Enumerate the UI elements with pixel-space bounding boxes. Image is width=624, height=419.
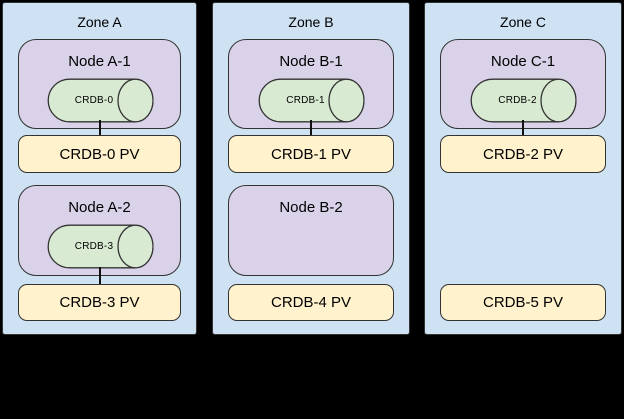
pv-label: CRDB-5 PV	[482, 294, 564, 311]
zone-b-title: Zone B	[288, 14, 334, 30]
pv-box: CRDB-2 PV	[440, 135, 606, 173]
node-b2-box: Node B-2	[228, 185, 394, 276]
pv-label: CRDB-2 PV	[482, 145, 564, 163]
pod-pv-connector	[98, 120, 101, 137]
pv-box: CRDB-5 PV	[440, 284, 606, 321]
pv-box: CRDB-0 PV	[18, 135, 181, 173]
zone-c-title: Zone C	[500, 14, 546, 30]
zone-a: Zone A Node A-1 CRDB-0 CRDB-0 PV Node A-…	[2, 2, 197, 335]
pv-box: CRDB-3 PV	[18, 284, 181, 321]
node-c1-box: Node C-1 CRDB-2	[440, 39, 606, 129]
crdb-pod-cylinder-icon: CRDB-2	[470, 78, 577, 123]
pv-label: CRDB-1 PV	[270, 145, 352, 163]
node-a2-box: Node A-2 CRDB-3	[18, 185, 181, 276]
node-a2-label: Node A-2	[68, 199, 131, 216]
pod-label: CRDB-0	[74, 95, 114, 106]
pv-box: CRDB-4 PV	[228, 284, 394, 321]
node-a1-label: Node A-1	[68, 53, 131, 70]
crdb-pod-cylinder-icon: CRDB-3	[46, 224, 153, 269]
pv-box: CRDB-1 PV	[228, 135, 394, 173]
crdb-pod-cylinder-icon: CRDB-1	[258, 78, 365, 123]
pv-label: CRDB-4 PV	[270, 294, 352, 311]
node-a1-box: Node A-1 CRDB-0	[18, 39, 181, 129]
zone-b: Zone B Node B-1 CRDB-1 CRDB-1 PV Node B-…	[212, 2, 410, 335]
pod-pv-connector	[98, 267, 101, 286]
pod-pv-connector	[310, 120, 312, 137]
node-b2-label: Node B-2	[279, 199, 343, 216]
node-c1-label: Node C-1	[490, 53, 556, 70]
pod-pv-connector	[522, 120, 524, 137]
pod-label: CRDB-1	[286, 95, 325, 106]
node-b1-box: Node B-1 CRDB-1	[228, 39, 394, 129]
crdb-pod-cylinder-icon: CRDB-0	[46, 78, 153, 123]
zone-c: Zone C Node C-1 CRDB-2 CRDB-2 PV CRDB-5 …	[424, 2, 622, 335]
node-b1-label: Node B-1	[279, 53, 343, 70]
zone-a-title: Zone A	[77, 14, 122, 30]
pv-label: CRDB-3 PV	[59, 294, 140, 311]
pod-label: CRDB-3	[74, 241, 114, 252]
pv-label: CRDB-0 PV	[59, 145, 140, 163]
pod-label: CRDB-2	[498, 95, 537, 106]
